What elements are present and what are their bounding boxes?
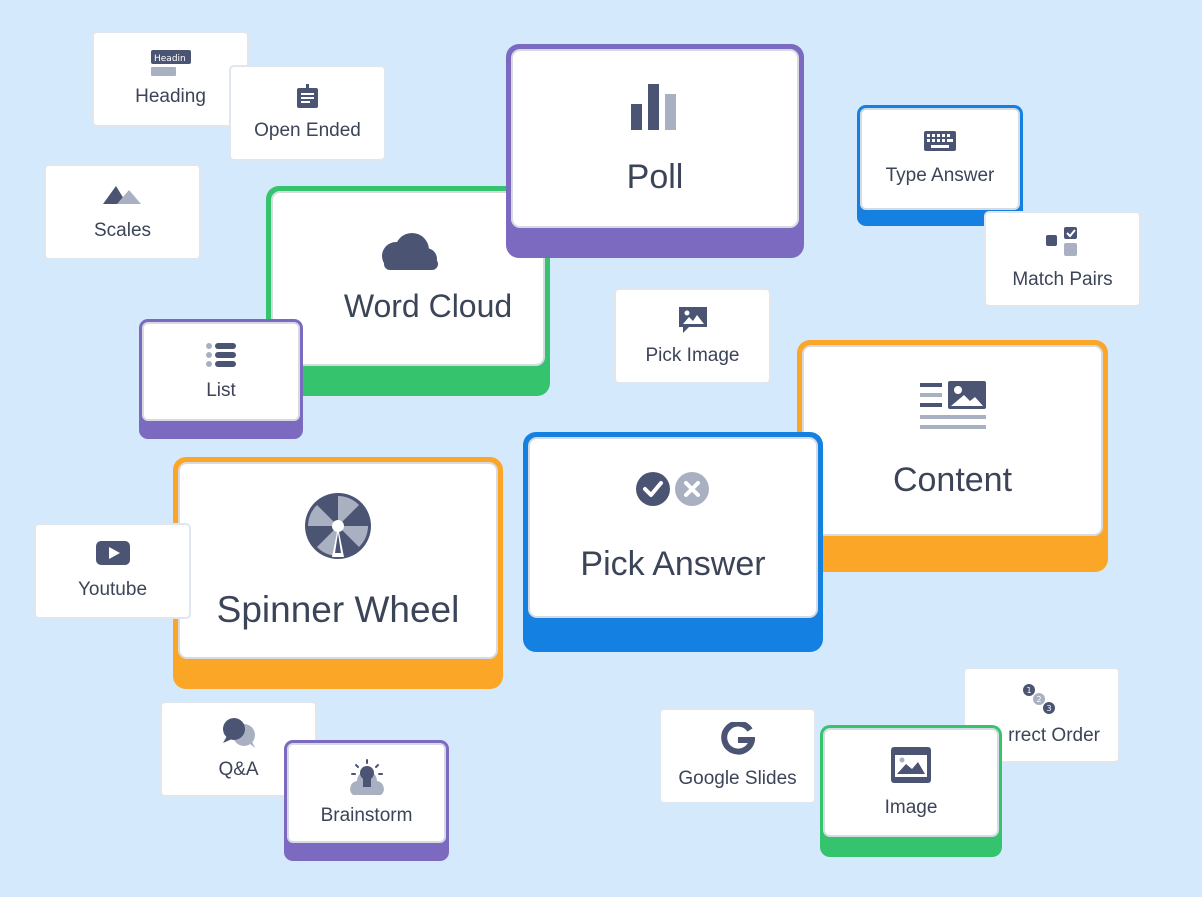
type-answer-label: Type Answer — [885, 165, 995, 186]
heading-tile[interactable]: Headin Heading — [92, 31, 249, 127]
pick-answer-tile[interactable]: Pick Answer — [523, 432, 823, 652]
match-pairs-icon — [1045, 227, 1077, 256]
svg-text:3: 3 — [1047, 704, 1052, 713]
word-cloud-label: Word Cloud — [343, 288, 513, 324]
type-answer-face: Type Answer — [860, 108, 1020, 210]
correct-order-label: rrect Order — [1008, 725, 1100, 746]
type-answer-tile[interactable]: Type Answer — [857, 105, 1023, 226]
open-ended-label: Open Ended — [254, 120, 361, 141]
svg-text:2: 2 — [1037, 695, 1042, 704]
heading-icon: Headin — [150, 50, 191, 76]
open-ended-tile[interactable]: Open Ended — [229, 65, 386, 161]
poll-tile[interactable]: Poll — [506, 44, 804, 258]
spinner-wheel-label: Spinner Wheel — [216, 588, 460, 630]
match-pairs-label: Match Pairs — [1012, 269, 1113, 290]
brainstorm-label: Brainstorm — [320, 805, 413, 826]
spinner-wheel-face: Spinner Wheel — [178, 462, 498, 659]
scales-tile[interactable]: Scales — [44, 164, 201, 260]
spinner-wheel-tile[interactable]: Spinner Wheel — [173, 457, 503, 689]
pick-answer-label: Pick Answer — [580, 545, 766, 583]
content-face: Content — [802, 345, 1103, 536]
google-slides-tile[interactable]: Google Slides — [659, 708, 816, 804]
scales-label: Scales — [93, 220, 152, 241]
check-cross-icon — [636, 472, 709, 506]
content-tile[interactable]: Content — [797, 340, 1108, 572]
open-ended-icon — [296, 84, 318, 108]
mountain-icon — [102, 186, 141, 204]
image-face: Image — [823, 728, 999, 837]
image-chat-icon — [678, 307, 707, 333]
poll-face: Poll — [511, 49, 799, 228]
youtube-tile[interactable]: Youtube — [34, 523, 191, 619]
youtube-label: Youtube — [77, 579, 148, 600]
word-cloud-face: Word Cloud — [271, 191, 545, 366]
spinner-wheel-icon — [305, 492, 371, 559]
heading-label: Heading — [135, 86, 206, 107]
brainstorm-tile[interactable]: Brainstorm — [284, 740, 449, 861]
keyboard-icon — [924, 131, 956, 151]
lightbulb-icon — [349, 759, 384, 795]
word-cloud-tile[interactable]: Word Cloud — [266, 186, 550, 396]
content-icon — [919, 381, 986, 429]
image-icon — [891, 746, 931, 783]
numbered-order-icon: 1 2 3 — [1023, 684, 1055, 714]
svg-text:Headin: Headin — [154, 54, 186, 64]
poll-label: Poll — [626, 158, 684, 196]
google-slides-label: Google Slides — [678, 768, 797, 789]
pick-image-label: Pick Image — [645, 345, 740, 366]
list-label: List — [206, 379, 236, 401]
brainstorm-face: Brainstorm — [287, 743, 446, 843]
match-pairs-tile[interactable]: Match Pairs — [984, 211, 1141, 307]
list-icon — [206, 342, 236, 367]
list-face: List — [142, 322, 300, 421]
pick-answer-face: Pick Answer — [528, 437, 818, 618]
list-tile[interactable]: List — [139, 319, 303, 439]
content-label: Content — [892, 461, 1013, 499]
image-tile[interactable]: Image — [820, 725, 1002, 857]
google-icon — [720, 722, 755, 755]
image-label: Image — [884, 796, 938, 818]
pick-image-tile[interactable]: Pick Image — [614, 288, 771, 384]
correct-order-tile[interactable]: 1 2 3 rrect Order — [963, 667, 1120, 763]
bar-chart-icon — [631, 84, 676, 130]
qa-label: Q&A — [218, 759, 259, 780]
speech-bubbles-icon — [222, 718, 255, 748]
cloud-icon — [382, 233, 438, 270]
youtube-icon — [95, 541, 130, 565]
svg-text:1: 1 — [1027, 686, 1032, 695]
